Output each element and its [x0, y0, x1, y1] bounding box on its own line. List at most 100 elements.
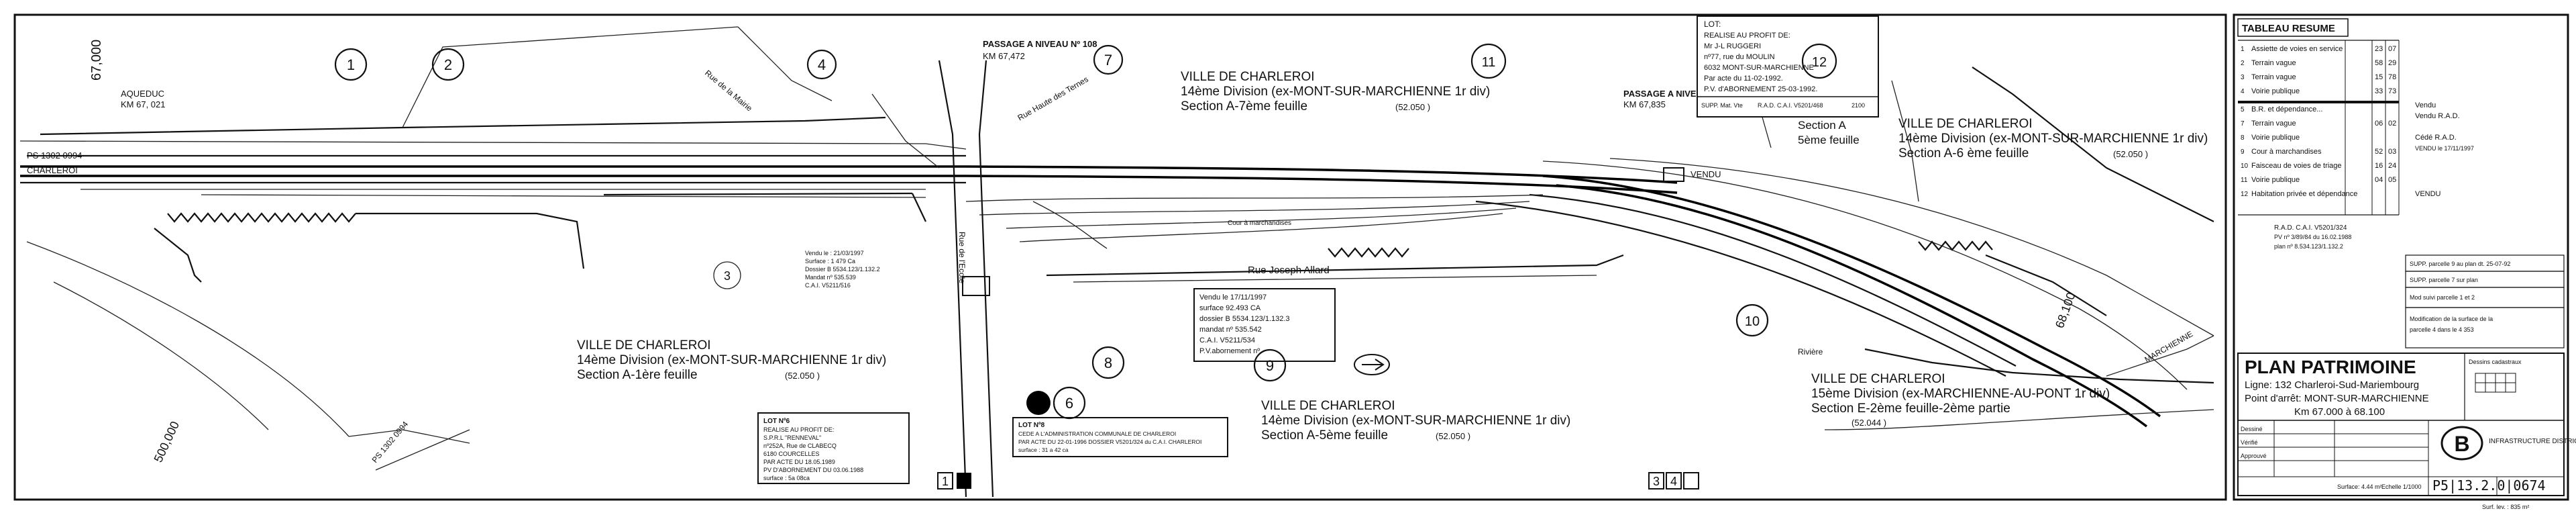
- svg-text:7: 7: [1104, 52, 1112, 68]
- legend-box-4: 4: [1666, 472, 1682, 489]
- tableau-rad-line: PV nº 3/89/84 du 16.02.1988: [2274, 234, 2351, 240]
- km-68100-label: 68,100: [2053, 291, 2078, 330]
- lot-renneval-line: nº252A, Rue de CLABECQ: [763, 442, 837, 449]
- zone-a5-city: VILLE DE CHARLEROI: [1261, 399, 1395, 413]
- tableau-cell: 24: [2388, 162, 2396, 170]
- parcel-circle-1: 1: [334, 48, 368, 81]
- tableau-cell: 04: [2375, 176, 2383, 184]
- lot-top-row-cell: 2100: [1851, 102, 1865, 109]
- tableau-cell: 02: [2388, 120, 2396, 128]
- zone-a1-city: VILLE DE CHARLEROI: [577, 338, 711, 353]
- revision-note: Mod suivi parcelle 1 et 2: [2410, 294, 2475, 301]
- lot-box-vendu-1997: Vendu le 17/11/1997 surface 92.493 CA do…: [1193, 288, 1336, 362]
- zone-e2-code: (52.044 ): [1851, 418, 1886, 428]
- street-marchienne-label: MARCHIENNE: [2143, 329, 2195, 364]
- tableau-cell: Terrain vague: [2251, 59, 2296, 67]
- lot-commune-title: LOT Nº8: [1018, 422, 1045, 429]
- lot-renneval-line: PV D'ABORNEMENT DU 03.06.1988: [763, 467, 863, 473]
- tableau-cell: 05: [2388, 176, 2396, 184]
- parcel-circles: 1 2 4 6 7 8 9 10 11 12 3: [334, 43, 1837, 420]
- echelle-label: Echelle 1/1000: [2381, 483, 2422, 490]
- section-a-sheet: 5ème feuille: [1798, 134, 1860, 146]
- zone-e2-division: 15ème Division (ex-MARCHIENNE-AU-PONT 1r…: [1811, 387, 2110, 401]
- zone-section-a6: VILLE DE CHARLEROI 14ème Division (ex-MO…: [1898, 117, 2208, 160]
- station-building: [962, 276, 990, 296]
- plan-km: Km 67.000 à 68.100: [2294, 406, 2385, 418]
- ps-left-label: PS 1302 0994: [27, 150, 82, 160]
- tableau-title: TABLEAU RESUME: [2242, 23, 2335, 34]
- tableau-cell: 12: [2241, 191, 2249, 198]
- revision-note: SUPP. parcelle 7 sur plan: [2410, 277, 2478, 283]
- plan-ligne: Ligne: 132 Charleroi-Sud-Mariembourg: [2245, 379, 2419, 391]
- tableau-rad-line: R.A.D. C.A.I. V5201/324: [2274, 224, 2347, 232]
- survey-point-marker: [1026, 391, 1051, 415]
- svg-text:2: 2: [444, 56, 452, 73]
- lot-top-title: LOT:: [1704, 19, 1721, 29]
- svg-text:6: 6: [1065, 395, 1073, 412]
- zone-a7-division: 14ème Division (ex-MONT-SUR-MARCHIENNE 1…: [1181, 85, 1490, 99]
- tableau-cell: 73: [2388, 87, 2396, 95]
- tableau-cell: 06: [2375, 120, 2383, 128]
- zone-a5-division: 14ème Division (ex-MONT-SUR-MARCHIENNE 1…: [1261, 414, 1570, 428]
- svg-text:3: 3: [1653, 475, 1660, 488]
- dessins-cadastraux: Dessins cadastraux: [2469, 359, 2522, 365]
- svg-text:4: 4: [1670, 475, 1677, 488]
- tableau-cell: 10: [2241, 162, 2249, 170]
- lot-top-line: Mr J-L RUGGERI: [1704, 42, 1761, 50]
- tableau-cell: Terrain vague: [2251, 73, 2296, 81]
- tableau-rad-line: plan nº 8.534.123/1.132.2: [2274, 243, 2343, 250]
- lot-top-row-cell: SUPP. Mat. Vte: [1701, 102, 1743, 109]
- tableau-cell: 78: [2388, 73, 2396, 81]
- tableau-cell: B.R. et dépendance...: [2251, 105, 2322, 113]
- lot-top-line: REALISE AU PROFIT DE:: [1704, 32, 1790, 40]
- tableau-cell: Terrain vague: [2251, 120, 2296, 128]
- parcel-circle-8: 8: [1091, 346, 1125, 379]
- zone-e2-city: VILLE DE CHARLEROI: [1811, 372, 1945, 386]
- lot-vendu-line: P.V.abornement nº: [1199, 347, 1260, 355]
- legend-box-filled: [957, 473, 971, 489]
- zone-e2-section: Section E-2ème feuille-2ème partie: [1811, 402, 2010, 416]
- vendu-building: [1663, 167, 1684, 182]
- tableau-cell: Voirie publique: [2251, 87, 2300, 95]
- revision-notes: SUPP. parcelle 9 au plan dt. 25-07-92 SU…: [2405, 254, 2565, 348]
- tableau-cell: 52: [2375, 148, 2383, 156]
- section-a-title: Section A: [1798, 119, 1846, 132]
- lot-vendu-line: surface 92.493 CA: [1199, 304, 1261, 312]
- parcel-circle-9: 9: [1253, 348, 1287, 382]
- lot-renneval-line: PAR ACTE DU 18.05.1989: [763, 459, 835, 465]
- tableau-cell: 23: [2375, 45, 2383, 53]
- tableau-cell: Faisceau de voies de triage: [2251, 162, 2342, 170]
- svg-text:10: 10: [1745, 314, 1760, 329]
- legend-box-empty: [1683, 472, 1699, 489]
- revision-note: SUPP. parcelle 9 au plan dt. 25-07-92: [2410, 261, 2510, 267]
- passage-108-title: PASSAGE A NIVEAU Nº 108: [983, 39, 1097, 49]
- tableau-cell: 1: [2241, 46, 2245, 53]
- svg-text:3: 3: [724, 269, 731, 283]
- parcel-circle-7: 7: [1093, 44, 1124, 75]
- plan-point: Point d'arrêt: MONT-SUR-MARCHIENNE: [2245, 393, 2429, 404]
- parcel-circle-3: 3: [713, 261, 741, 289]
- tableau-cell: 07: [2388, 45, 2396, 53]
- lot-commune-line: CEDE A L'ADMINISTRATION COMMUNALE DE CHA…: [1018, 430, 1176, 437]
- tableau-side-note: VENDU le 17/11/1997: [2415, 145, 2474, 152]
- parcel-circle-12: 12: [1801, 43, 1837, 79]
- role-label: Vérifié: [2241, 439, 2258, 446]
- north-arrow-icon: [1354, 354, 1390, 375]
- passage-109-km: KM 67,835: [1623, 99, 1666, 109]
- lot-top-row-cell: R.A.D. C.A.I. V5201/468: [1758, 102, 1823, 109]
- svg-text:8: 8: [1104, 355, 1112, 371]
- tableau-cell: Cour à marchandises: [2251, 148, 2322, 156]
- tableau-cell: 33: [2375, 87, 2383, 95]
- surface-label: Surface: 4.44 m²: [2337, 483, 2382, 490]
- parcel-circle-10: 10: [1735, 304, 1769, 337]
- passage-108-km: KM 67,472: [983, 51, 1025, 61]
- tableau-cell: 11: [2241, 177, 2248, 184]
- tableau-cell: 3: [2241, 74, 2245, 81]
- lot-top-line: 6032 MONT-SUR-MARCHIENNE: [1704, 64, 1814, 72]
- lot-top-line: P.V. d'ABORNEMENT 25-03-1992.: [1704, 85, 1817, 93]
- charleroi-left-label: CHARLEROI: [27, 165, 78, 175]
- street-mairie-label: Rue de la Mairie: [703, 68, 754, 113]
- tableau-cell: 5: [2241, 106, 2245, 113]
- tableau-cell: Voirie publique: [2251, 176, 2300, 184]
